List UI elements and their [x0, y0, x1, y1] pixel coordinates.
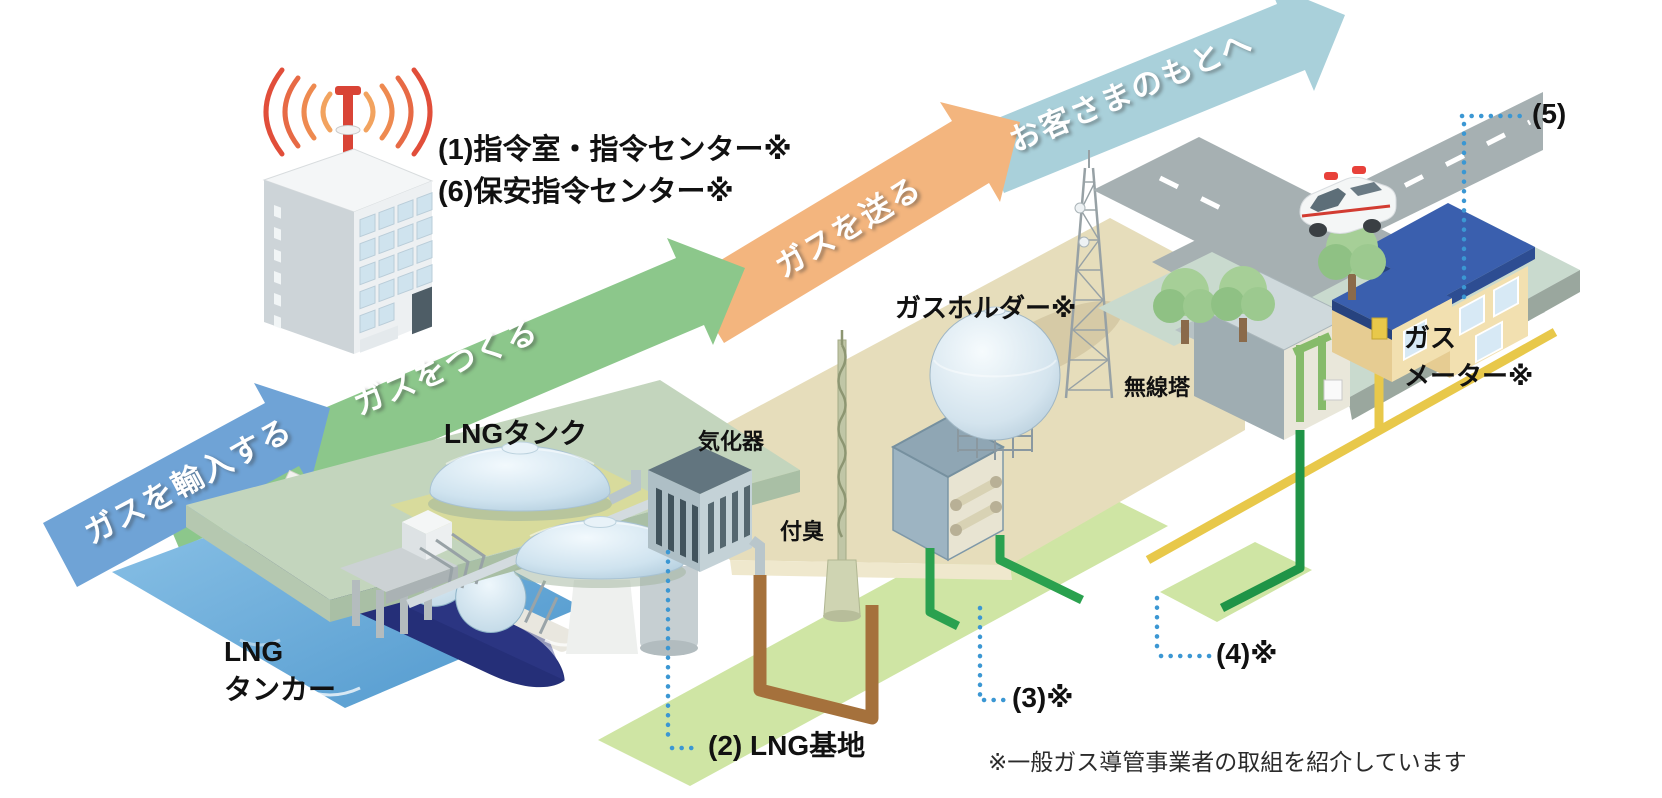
vaporizer-unit: [607, 446, 765, 576]
point3-label: (3)※: [1012, 682, 1074, 713]
gas-meter-label-2: メーター※: [1404, 361, 1534, 391]
command-center-building: [262, 67, 434, 354]
radio-tower-label: 無線塔: [1124, 375, 1191, 400]
gas-meter-box: [1371, 317, 1388, 340]
point5-label: (5): [1532, 98, 1567, 129]
lng-tank-label: LNGタンク: [444, 418, 588, 449]
command-room-label: (1)指令室・指令センター※: [438, 134, 792, 166]
pipe-medium-right: [1219, 430, 1305, 613]
arrow-deliver: [976, 0, 1345, 193]
tree-icon: [1318, 222, 1386, 300]
customer-house: [1318, 203, 1535, 382]
arrow-send: [686, 102, 1020, 343]
security-center-label: (6)保安指令センター※: [438, 176, 734, 208]
tree-icon: [1211, 266, 1275, 342]
lng-terminal-underground-strip: [598, 480, 1168, 786]
building-windows: [359, 191, 433, 353]
vaporizer-label: 気化器: [698, 429, 765, 454]
lng-tanker-label-2: タンカー: [224, 674, 337, 705]
footnote: ※一般ガス導管事業者の取組を紹介しています: [988, 749, 1467, 775]
arrow-import: [43, 383, 330, 587]
trees: [1153, 266, 1275, 344]
radio-wave-icon: [263, 67, 433, 157]
pipe-medium-pressure: [925, 535, 1084, 631]
radio-tower: [1064, 150, 1114, 399]
leader-lines: [665, 113, 1529, 751]
security-van: [1299, 166, 1397, 237]
underground-pad-right: [1160, 542, 1312, 622]
unloading-jetty: [340, 510, 486, 638]
point4-label: (4)※: [1216, 638, 1278, 669]
odorizer-label: 付臭: [780, 519, 825, 544]
lng-terminal-label: (2) LNG基地: [708, 730, 866, 761]
pipe-low-pressure: [753, 575, 879, 725]
gas-holder-label: ガスホルダー※: [895, 293, 1077, 323]
gas-holder: [929, 301, 1123, 460]
compressor-station: [890, 415, 1006, 562]
tree-icon: [1153, 268, 1217, 344]
arrow-produce: [151, 238, 745, 548]
lng-tanker-label-1: LNG: [224, 636, 284, 667]
gas-meter-label-1: ガス: [1404, 323, 1457, 353]
odorizer-tower: [823, 330, 861, 622]
